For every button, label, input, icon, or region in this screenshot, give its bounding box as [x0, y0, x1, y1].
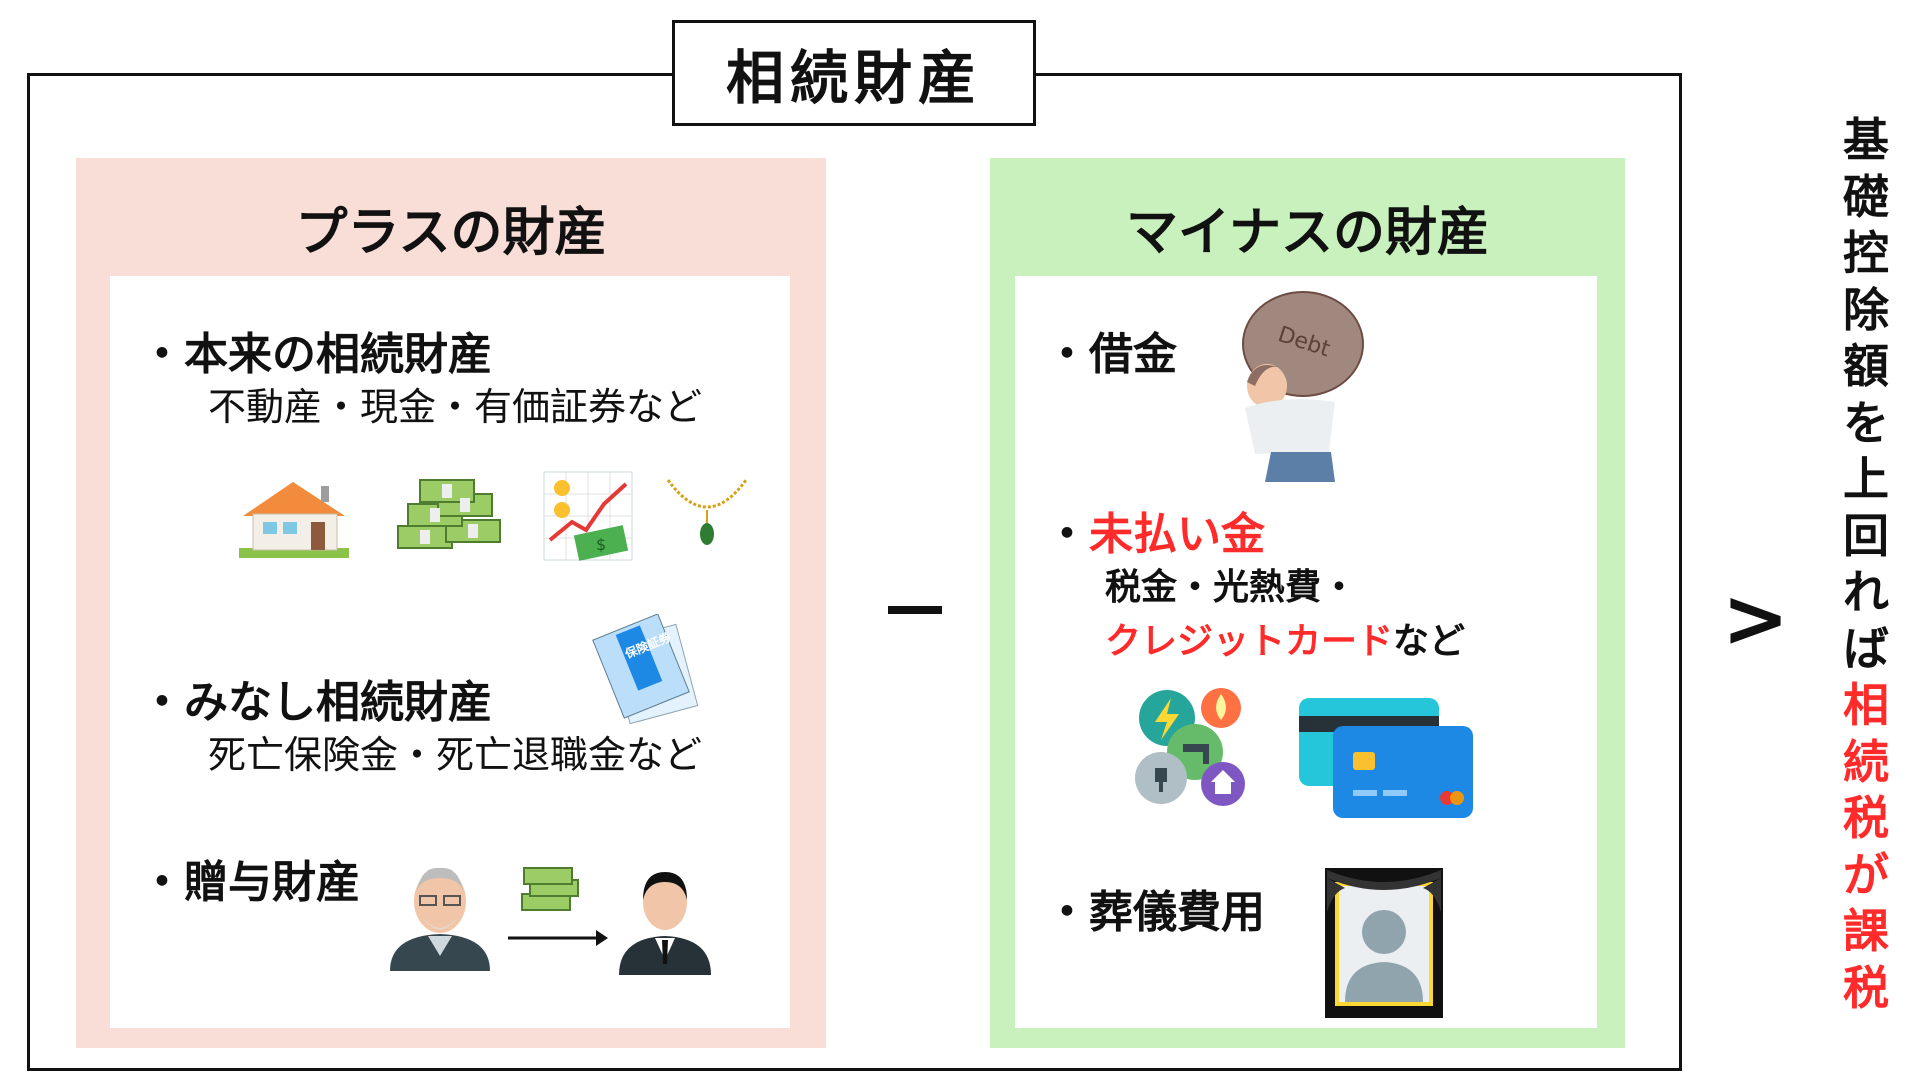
diagram-title: 相続財産 [672, 20, 1036, 126]
house-icon [239, 482, 349, 558]
minus-assets-heading: マイナスの財産 [1126, 203, 1489, 263]
conclusion-char: 控 [1843, 226, 1889, 280]
conclusion-char-red: 続 [1843, 734, 1889, 789]
conclusion-char: ば [1843, 621, 1889, 676]
conclusion-char: 除 [1843, 282, 1889, 337]
item-debt: ・借金 [1045, 329, 1177, 380]
insurance-certificate-icon: 保険証券 [592, 614, 699, 724]
conclusion-char-red: 税 [1843, 960, 1889, 1015]
elderly-man-icon [390, 867, 490, 971]
plus-assets-list: ・本来の相続財産 不動産・現金・有価証券など [110, 276, 790, 1028]
memorial-portrait-icon [1325, 868, 1443, 1018]
conclusion-char: 額 [1843, 339, 1889, 393]
credit-card-icon [1299, 698, 1473, 818]
conclusion-char: れ [1843, 565, 1889, 619]
item-deemed-inheritance: ・みなし相続財産 [140, 677, 492, 728]
conclusion-char-red: が [1843, 847, 1889, 902]
item-unpaid-label: 未払い金 [1089, 509, 1265, 560]
greater-than-operator: > [1722, 572, 1790, 665]
debt-sack-woman-icon: Debt [1242, 291, 1364, 482]
conclusion-char-red: 税 [1843, 791, 1889, 845]
svg-text:$: $ [596, 535, 606, 554]
utilities-icon [1135, 688, 1245, 806]
item-funeral-expenses: ・葬儀費用 [1045, 887, 1265, 938]
item-unpaid-suffix: など [1393, 621, 1466, 662]
conclusion-char-red: 相 [1843, 678, 1889, 732]
conclusion-char: 回 [1843, 508, 1889, 563]
item-original-inheritance: ・本来の相続財産 [140, 329, 492, 380]
businessman-icon [619, 872, 711, 975]
item-unpaid-credit-card: クレジットカード [1105, 621, 1394, 662]
minus-assets-panel: マイナスの財産 ・借金 Debt ・未払い金 税金・光熱費・ クレジットカードな… [990, 158, 1625, 1048]
item-unpaid-detail-line2: クレジットカードなど [1105, 612, 1465, 664]
item-original-inheritance-detail: 不動産・現金・有価証券など [208, 385, 703, 429]
tax-conclusion-text: 基 礎 控 除 額 を 上 回 れ ば 相 続 税 が 課 税 [1838, 112, 1894, 1016]
item-deemed-inheritance-detail: 死亡保険金・死亡退職金など [208, 733, 703, 777]
item-unpaid-detail-line1: 税金・光熱費・ [1105, 567, 1358, 608]
minus-operator [888, 606, 942, 614]
conclusion-char: 基 [1843, 113, 1889, 167]
minus-assets-list: ・借金 Debt ・未払い金 税金・光熱費・ クレジットカードなど [1015, 276, 1597, 1028]
necklace-icon [666, 479, 748, 545]
conclusion-char-red: 課 [1843, 904, 1889, 958]
cash-transfer-icon [508, 867, 608, 946]
plus-assets-heading: プラスの財産 [295, 203, 607, 263]
cash-stack-icon [397, 479, 501, 549]
plus-assets-panel: プラスの財産 ・本来の相続財産 不動産・現金・有価証券など [76, 158, 826, 1048]
stock-chart-icon: $ [543, 471, 633, 561]
conclusion-char: 上 [1843, 452, 1889, 506]
conclusion-char: を [1843, 395, 1889, 450]
item-unpaid: ・未払い金 [1045, 498, 1265, 562]
item-gift-assets: ・贈与財産 [140, 857, 360, 908]
conclusion-char: 礎 [1843, 169, 1889, 224]
item-unpaid-bullet: ・ [1045, 509, 1089, 560]
